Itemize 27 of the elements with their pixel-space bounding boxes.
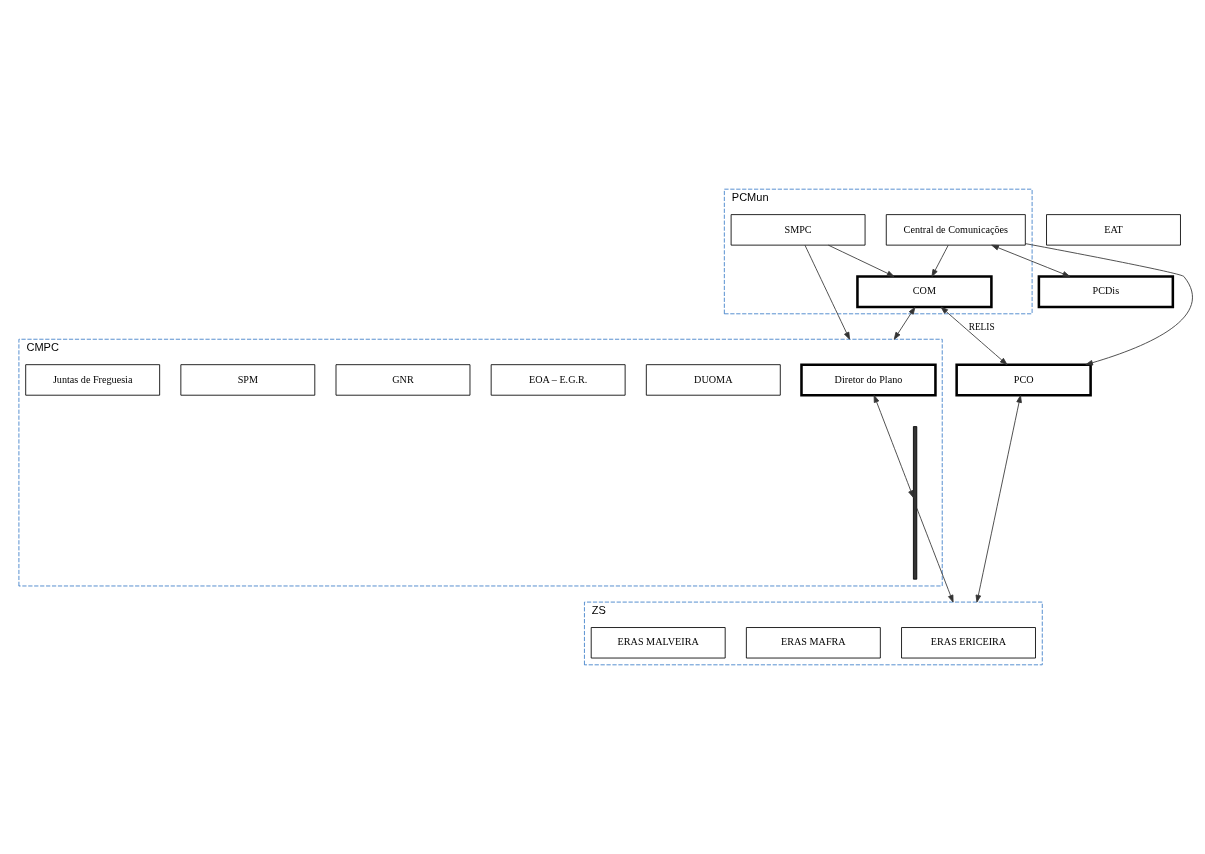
node-bar (912, 426, 918, 580)
node-box: EAT (1046, 214, 1181, 246)
node-box: COM (856, 275, 993, 309)
arrow (991, 244, 1071, 277)
arrow (827, 244, 895, 277)
node-box: Diretor do Plano (800, 363, 937, 397)
arrow (940, 306, 1008, 365)
edge-label: RELIS (968, 321, 995, 332)
node-box: DUOMA (645, 364, 781, 396)
node-box: Juntas de Freguesia (25, 364, 161, 396)
arrow (804, 244, 850, 340)
node-box: SMPC (730, 214, 866, 246)
node-box: EOA – E.G.R. (490, 364, 626, 396)
node-box: GNR (335, 364, 471, 396)
arrow (1024, 243, 1193, 366)
arrow (975, 395, 1022, 603)
node-box: PCDis (1037, 275, 1175, 309)
node-box: Central de Comunicações (885, 214, 1026, 246)
arrow (893, 306, 916, 340)
node-box: ERAS MAFRA (745, 627, 881, 659)
arrow (873, 395, 914, 498)
node-box: ERAS MALVEIRA (590, 627, 726, 659)
node-box: PCO (955, 363, 1092, 397)
arrow (931, 244, 949, 277)
node-box: SPM (180, 364, 316, 396)
arrow (916, 507, 954, 603)
node-box: ERAS ERICEIRA (901, 627, 1036, 659)
